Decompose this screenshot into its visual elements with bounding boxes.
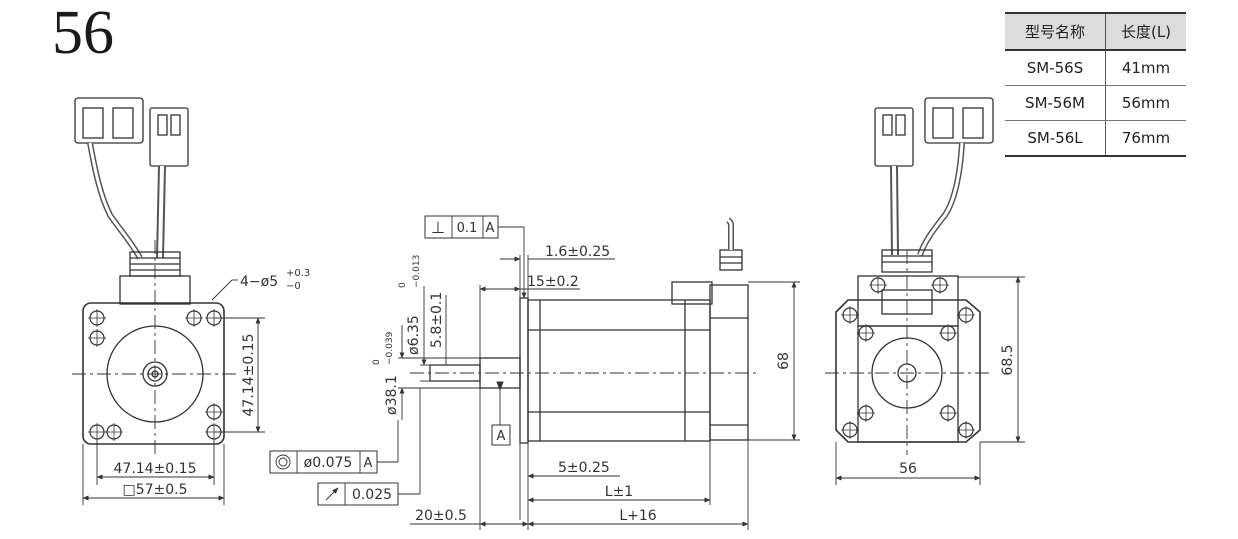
pilot-height-dim: 5±0.25 bbox=[558, 460, 610, 476]
hole-tol-lower: −0 bbox=[286, 281, 301, 292]
rear-width-dim: 56 bbox=[899, 461, 917, 477]
total-length-dim: L+16 bbox=[619, 508, 656, 524]
hole-callout: 4−ø5 bbox=[240, 274, 278, 290]
shaft-dia-tol-upper: 0 bbox=[398, 282, 408, 288]
table-row: SM-56S 41mm bbox=[1005, 50, 1186, 86]
side-view-dimensions bbox=[269, 215, 800, 530]
datum-a-label: A bbox=[497, 429, 506, 444]
length-cell: 76mm bbox=[1105, 120, 1186, 157]
rear-view bbox=[825, 97, 994, 455]
side-view bbox=[410, 217, 760, 444]
cable-connector-right bbox=[149, 107, 189, 259]
table-row: SM-56L 76mm bbox=[1005, 120, 1186, 157]
length-cell: 41mm bbox=[1105, 50, 1186, 86]
rear-height-dim: 68.5 bbox=[1000, 344, 1016, 375]
perpendicularity-datum: A bbox=[486, 221, 495, 236]
flange-thickness-dim: 1.6±0.25 bbox=[545, 244, 610, 260]
body-length-dim: L±1 bbox=[605, 484, 633, 500]
runout-value: 0.025 bbox=[352, 487, 392, 503]
model-size-title: 56 bbox=[52, 0, 114, 67]
hole-tol-upper: +0.3 bbox=[286, 268, 310, 279]
pilot-dia-tol-lower: −0.039 bbox=[385, 331, 395, 365]
header-model-name: 型号名称 bbox=[1005, 12, 1106, 51]
cable-connector-left bbox=[874, 107, 914, 256]
cable-connector-right bbox=[917, 97, 994, 257]
pilot-dia-dim: ø38.1 bbox=[384, 375, 400, 415]
datum-a-box bbox=[491, 424, 511, 446]
perpendicularity-symbol: ⊥ bbox=[431, 218, 445, 237]
cable-connector-left bbox=[74, 97, 144, 260]
flat-depth-dim: 5.8±0.1 bbox=[429, 292, 445, 348]
perpendicularity-value: 0.1 bbox=[457, 221, 478, 236]
spec-table-header: 型号名称 长度(L) bbox=[1005, 12, 1186, 51]
front-view bbox=[72, 97, 240, 455]
front-view-dimensions bbox=[82, 317, 265, 505]
table-row: SM-56M 56mm bbox=[1005, 85, 1186, 121]
length-cell: 56mm bbox=[1105, 85, 1186, 121]
header-length: 长度(L) bbox=[1105, 12, 1186, 51]
model-cell: SM-56S bbox=[1005, 50, 1106, 86]
shaft-dia-tol-lower: −0.013 bbox=[412, 255, 422, 288]
side-height-dim: 68 bbox=[776, 352, 792, 370]
boss-length-dim: 15±0.2 bbox=[527, 274, 579, 290]
spec-table: 型号名称 长度(L) SM-56S 41mm SM-56M 56mm SM-56… bbox=[1005, 12, 1186, 157]
concentricity-value: ø0.075 bbox=[304, 455, 353, 471]
shaft-dia-dim: ø6.35 bbox=[406, 315, 422, 355]
rear-view-dimensions bbox=[835, 276, 1025, 485]
front-width-dim: 47.14±0.15 bbox=[114, 461, 197, 477]
front-height-dim: 47.14±0.15 bbox=[241, 334, 257, 417]
pilot-dia-tol-upper: 0 bbox=[372, 359, 382, 365]
model-cell: SM-56L bbox=[1005, 120, 1106, 157]
shaft-length-dim: 20±0.5 bbox=[415, 508, 467, 524]
model-cell: SM-56M bbox=[1005, 85, 1106, 121]
concentricity-datum: A bbox=[364, 456, 373, 471]
flange-size-dim: □57±0.5 bbox=[122, 482, 187, 498]
